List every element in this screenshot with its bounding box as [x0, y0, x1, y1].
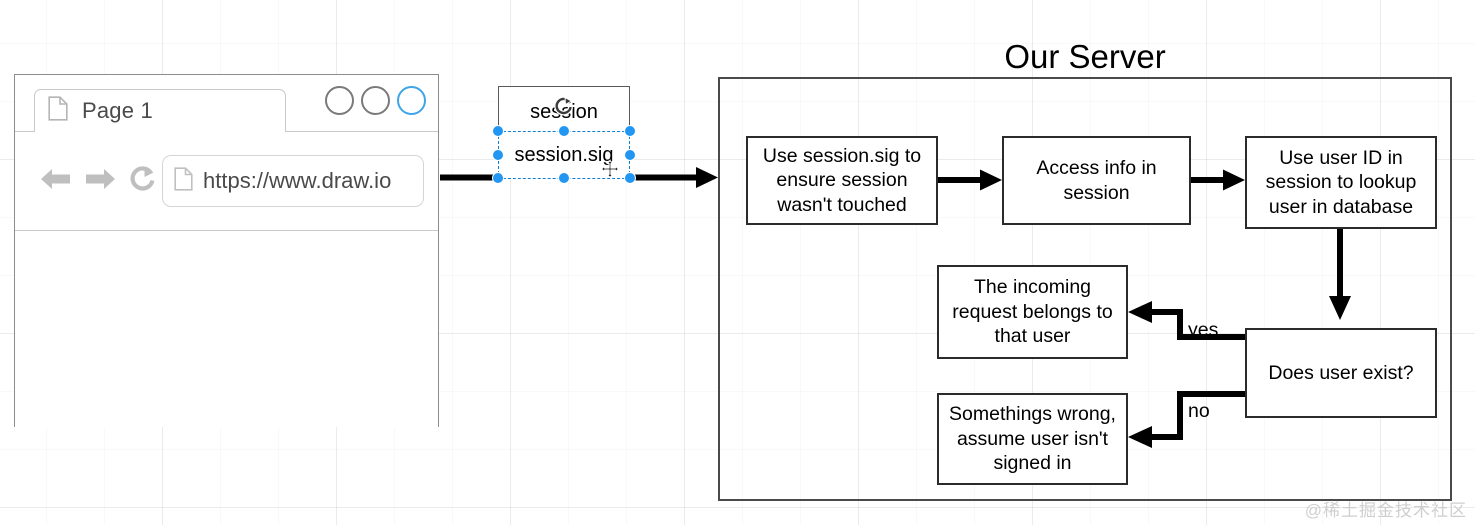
flow-box-does-user-exist-label: Does user exist? — [1268, 361, 1414, 384]
back-arrow-icon[interactable] — [39, 165, 73, 198]
server-title: Our Server — [1004, 38, 1166, 75]
browser-tab-page-1[interactable]: Page 1 — [34, 89, 286, 132]
browser-tab-label: Page 1 — [82, 98, 153, 123]
flow-box-lookup-user-label: Use user ID in session to lookup user in… — [1265, 146, 1417, 218]
browser-viewport — [15, 231, 438, 427]
document-icon — [48, 96, 68, 126]
selection-handle-ne[interactable] — [624, 125, 636, 137]
forward-arrow-icon[interactable] — [83, 165, 117, 198]
flow-box-request-belongs-label: The incoming request belongs to that use… — [952, 276, 1113, 348]
move-cursor-icon — [600, 159, 620, 179]
window-control-circle-2[interactable] — [361, 86, 390, 115]
connector-session-to-server — [630, 167, 718, 188]
address-bar-value: https://www.draw.io — [203, 168, 392, 193]
selection-handle-nw[interactable] — [492, 125, 504, 137]
edge-label-yes: yes — [1188, 319, 1219, 341]
selection-handle-se[interactable] — [624, 172, 636, 184]
selection-handle-sw[interactable] — [492, 172, 504, 184]
flow-box-request-belongs[interactable]: The incoming request belongs to that use… — [937, 265, 1128, 359]
server-frame[interactable] — [718, 77, 1452, 501]
flow-box-verify-sig-label: Use session.sig to ensure session wasn't… — [762, 144, 922, 216]
flow-box-does-user-exist[interactable]: Does user exist? — [1245, 328, 1437, 418]
window-control-circle-1[interactable] — [325, 86, 354, 115]
flow-box-something-wrong-label: Somethings wrong, assume user isn't sign… — [949, 403, 1116, 475]
flow-box-something-wrong[interactable]: Somethings wrong, assume user isn't sign… — [937, 393, 1128, 485]
watermark: @稀土掘金技术社区 — [1304, 501, 1467, 520]
selection-handle-e[interactable] — [624, 149, 636, 161]
flow-box-verify-sig[interactable]: Use session.sig to ensure session wasn't… — [746, 136, 938, 225]
selection-handle-n[interactable] — [558, 125, 570, 137]
selection-handle-s[interactable] — [558, 172, 570, 184]
window-controls — [325, 86, 426, 115]
edge-label-no: no — [1188, 400, 1210, 422]
selection-handle-w[interactable] — [492, 149, 504, 161]
browser-tabstrip: Page 1 — [15, 75, 438, 132]
window-control-circle-3[interactable] — [397, 86, 426, 115]
session-sig-label: session.sig — [514, 143, 614, 166]
reload-icon[interactable] — [127, 164, 157, 199]
address-bar[interactable]: https://www.draw.io — [162, 155, 424, 207]
flow-box-access-info[interactable]: Access info in session — [1002, 136, 1191, 225]
browser-toolbar: https://www.draw.io — [15, 132, 438, 231]
browser-mockup-shape[interactable]: Page 1 — [14, 74, 439, 427]
document-icon — [174, 166, 193, 196]
rotate-icon[interactable] — [554, 96, 574, 116]
flow-box-lookup-user[interactable]: Use user ID in session to lookup user in… — [1245, 136, 1437, 229]
flow-box-access-info-label: Access info in session — [1036, 156, 1157, 204]
